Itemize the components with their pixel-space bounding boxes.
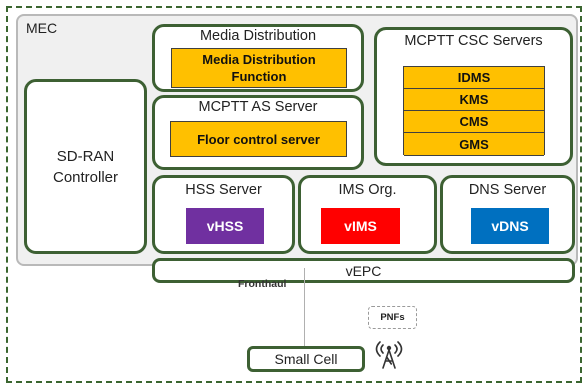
small-cell-label: Small Cell [274, 351, 338, 367]
csc-item-kms: KMS [404, 89, 544, 111]
outer-frame [6, 6, 582, 383]
media-distribution-function: Media Distribution Function [171, 48, 347, 88]
fronthaul-link [304, 268, 305, 348]
sd-ran-label: SD-RAN Controller [52, 147, 119, 186]
csc-server-stack: IDMS KMS CMS GMS [403, 66, 545, 156]
mcptt-as-server: MCPTT AS Server Floor control server [152, 95, 364, 170]
csc-item-gms: GMS [404, 133, 544, 156]
mec-label: MEC [26, 20, 58, 36]
ims-title: IMS Org. [338, 182, 397, 198]
ims-server: IMS Org. vIMS [298, 175, 437, 254]
csc-item-idms: IDMS [404, 67, 544, 89]
dns-title: DNS Server [468, 182, 547, 198]
floor-control-server: Floor control server [170, 121, 347, 157]
pnfs-label: PNFs [380, 312, 405, 323]
radio-tower-icon [372, 338, 406, 370]
vims-function: vIMS [321, 208, 400, 244]
vhss-function: vHSS [186, 208, 264, 244]
mcptt-csc-title: MCPTT CSC Servers [404, 33, 543, 49]
small-cell: Small Cell [247, 346, 365, 372]
vepc-bar: vEPC [152, 258, 575, 283]
csc-item-cms: CMS [404, 111, 544, 133]
hss-title: HSS Server [185, 182, 262, 198]
pnfs-box: PNFs [368, 306, 417, 329]
floor-control-label: Floor control server [197, 131, 320, 147]
fronthaul-label: Fronthaul [238, 278, 287, 290]
mcptt-csc-servers: MCPTT CSC Servers IDMS KMS CMS GMS [374, 27, 573, 166]
mcptt-as-title: MCPTT AS Server [198, 99, 318, 115]
dns-server: DNS Server vDNS [440, 175, 575, 254]
media-distribution-server: Media Distribution Media Distribution Fu… [152, 24, 364, 92]
vepc-label: vEPC [345, 262, 382, 279]
sd-ran-controller: SD-RAN Controller [24, 79, 147, 254]
media-distribution-function-label: Media Distribution Function [202, 52, 316, 84]
vdns-function: vDNS [471, 208, 549, 244]
hss-server: HSS Server vHSS [152, 175, 295, 254]
media-distribution-title: Media Distribution [199, 28, 317, 44]
